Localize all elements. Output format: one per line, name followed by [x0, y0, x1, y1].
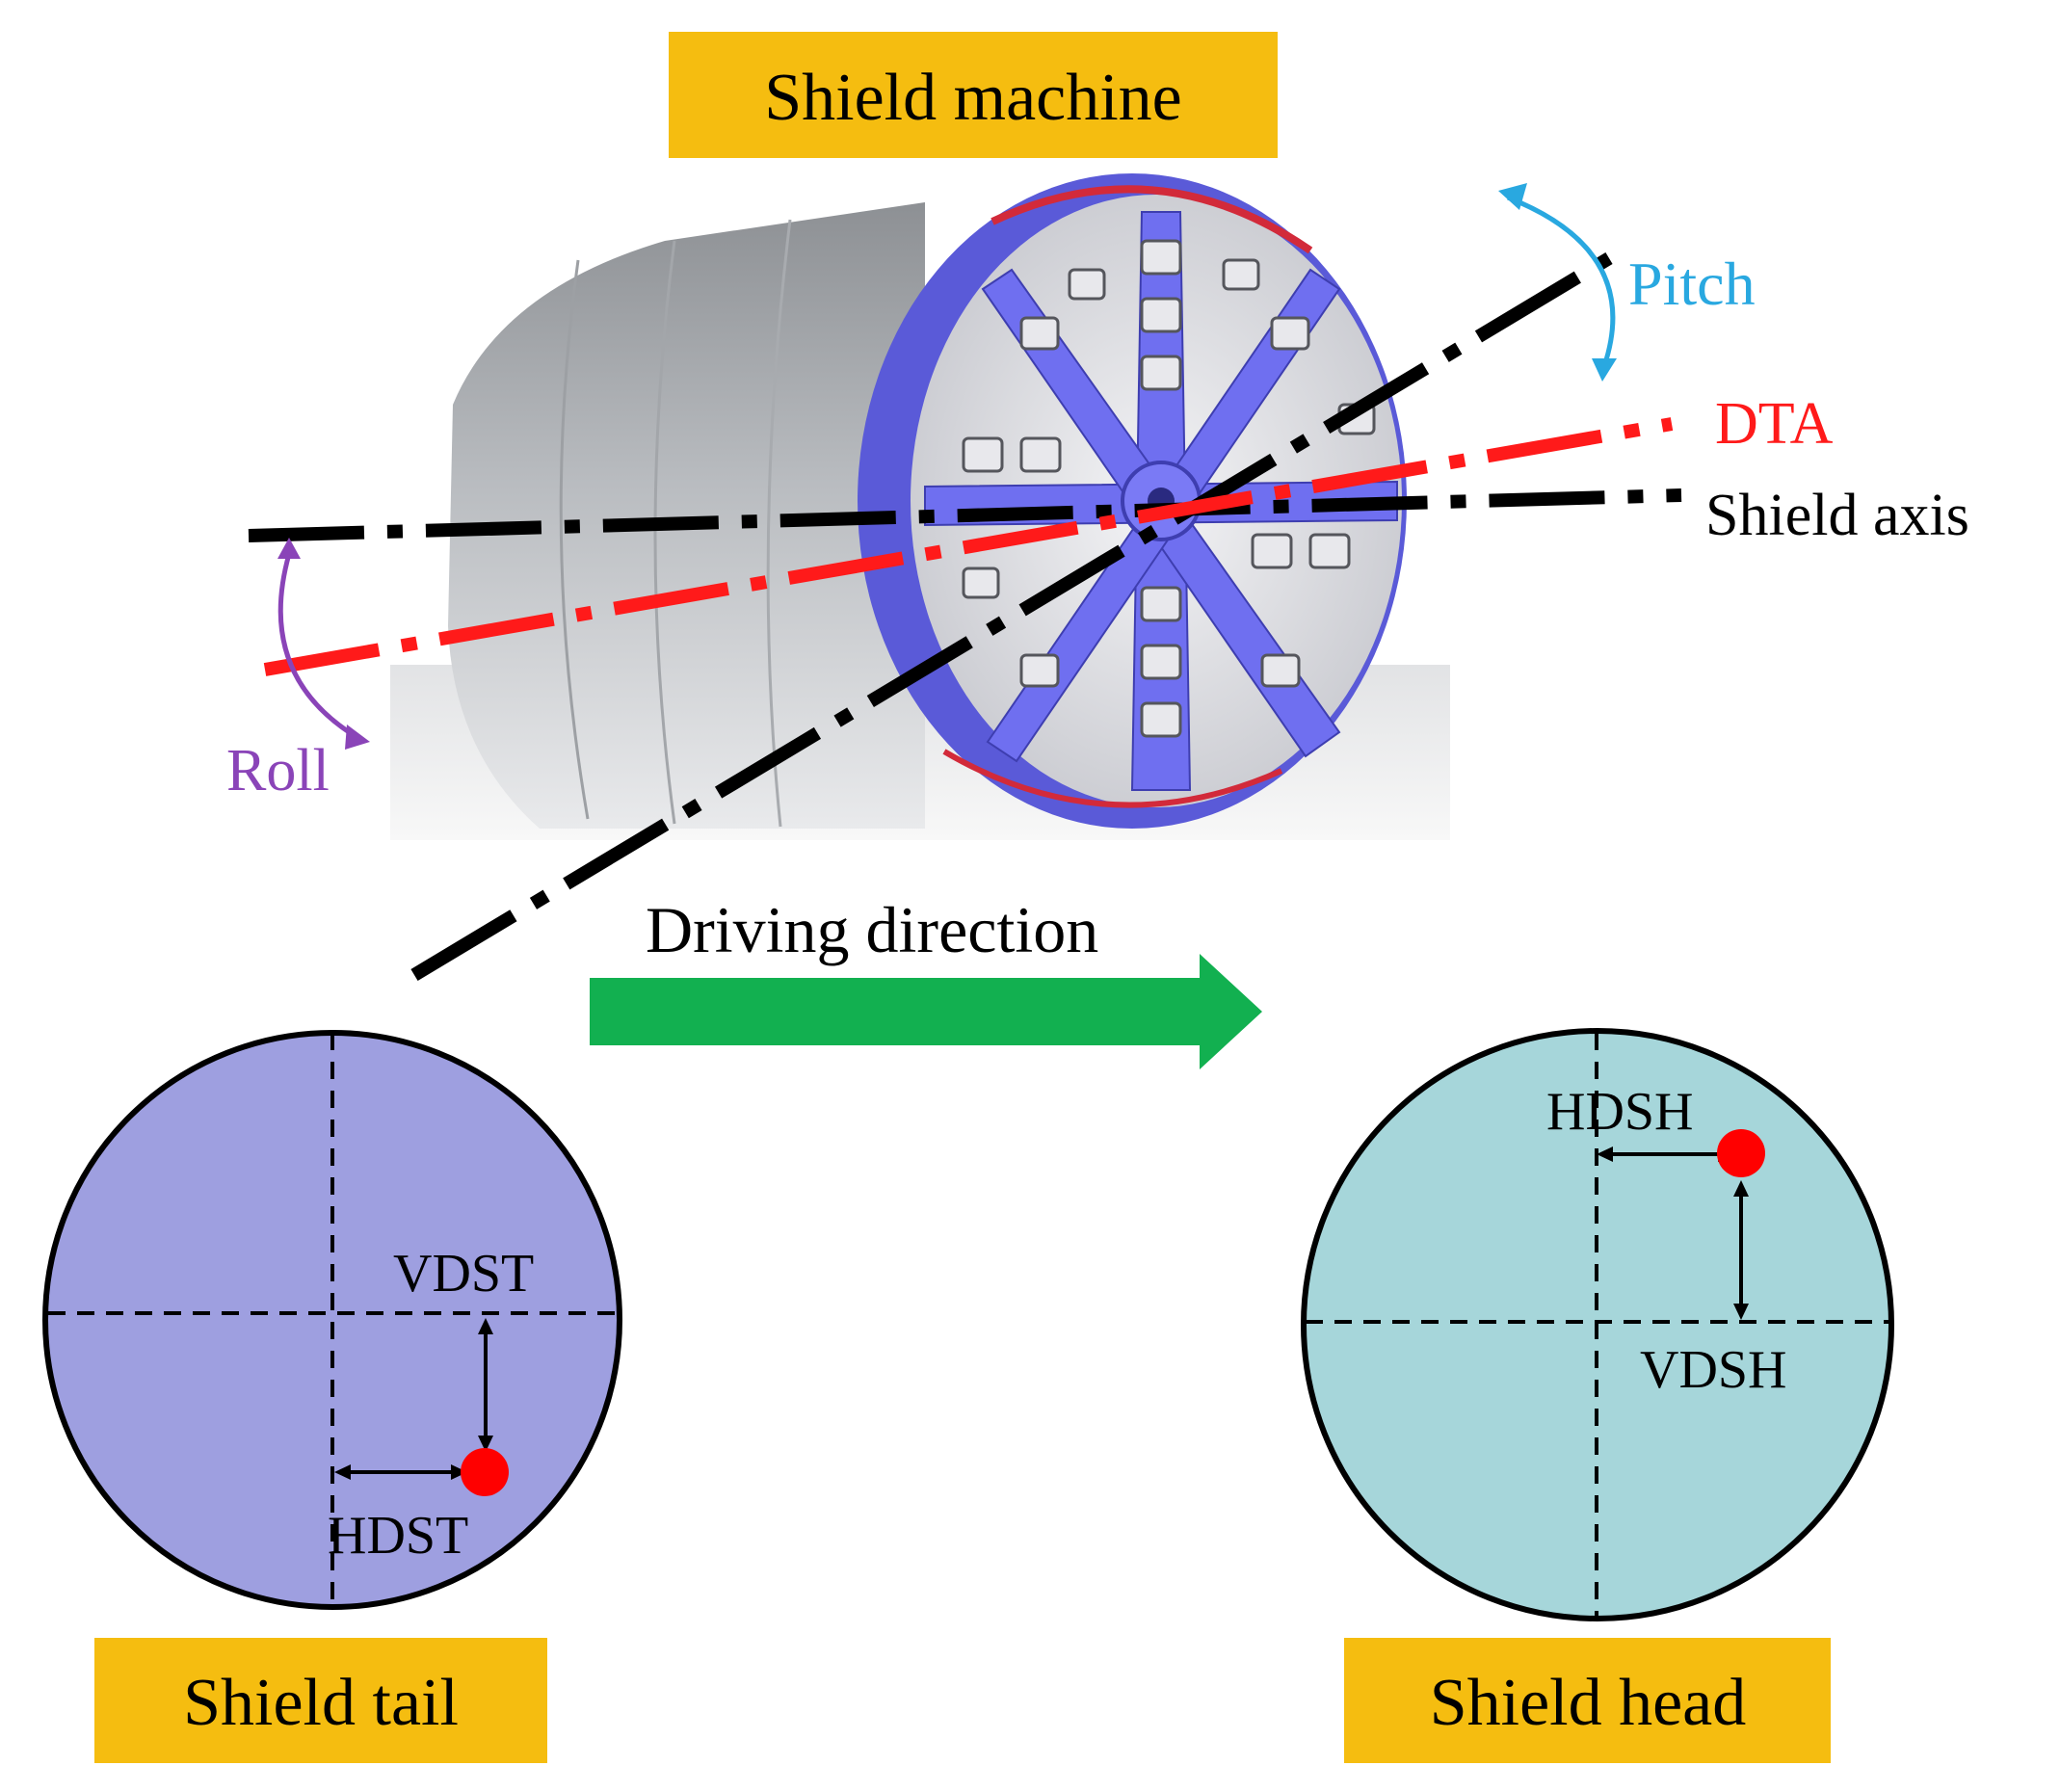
tail-position-point — [461, 1448, 509, 1496]
pitch-arc — [1507, 195, 1616, 367]
head-horizontal-label: HDSH — [1546, 1082, 1693, 1142]
head-caption-text: Shield head — [1430, 1666, 1747, 1740]
shield-head-diagram: HDSH VDSH — [1301, 1028, 1894, 1621]
head-vertical-arrowhead-bottom — [1733, 1304, 1749, 1320]
body-seam-1 — [559, 259, 590, 820]
roll-arrowhead-bottom — [345, 725, 370, 750]
title-box — [669, 32, 1278, 158]
shield-machine-title: Shield machine — [669, 32, 1278, 158]
dta-label: DTA — [1715, 391, 1834, 457]
tail-horizontal-arrowhead-right — [451, 1464, 467, 1480]
head-caption-box — [1344, 1638, 1831, 1763]
tail-vertical-arrowhead-bottom — [478, 1436, 493, 1452]
shield-axis-label: Shield axis — [1705, 483, 1969, 548]
dta-line — [263, 417, 1674, 676]
head-vertical-arrowhead-top — [1733, 1180, 1749, 1197]
shield-tail-caption: Shield tail — [94, 1638, 547, 1763]
driving-direction-label: Driving direction — [646, 893, 1098, 966]
body-seam-2 — [653, 240, 676, 825]
tail-caption-text: Shield tail — [183, 1666, 459, 1740]
head-position-point — [1717, 1129, 1765, 1177]
shield-head-caption: Shield head — [1344, 1638, 1831, 1763]
rim-accent-bottom — [942, 749, 1283, 808]
roll-arc — [277, 553, 358, 740]
body-seam-3 — [766, 219, 792, 828]
tail-vertical-label: VDST — [393, 1244, 534, 1304]
roll-label: Roll — [226, 738, 330, 804]
tail-horizontal-label: HDST — [328, 1506, 468, 1566]
roll-arrowhead-top — [277, 538, 301, 559]
tail-vertical-arrowhead-top — [478, 1318, 493, 1334]
pitch-arrowhead-top — [1498, 183, 1527, 210]
head-horizontal-arrowhead-left — [1597, 1146, 1613, 1162]
rim-accent-top — [990, 185, 1313, 254]
roll-indicator: Roll — [226, 538, 370, 804]
title-text: Shield machine — [764, 61, 1182, 135]
pitch-label: Pitch — [1628, 250, 1756, 318]
tunnel-boring-machine-icon — [390, 173, 1450, 840]
arrow-right-icon — [590, 954, 1262, 1069]
tail-horizontal-arrowhead-left — [334, 1464, 351, 1480]
pitch-axis-line — [410, 251, 1613, 982]
shield-tail-diagram: VDST HDST — [42, 1030, 622, 1610]
head-vertical-label: VDSH — [1640, 1340, 1786, 1400]
cutter-tools — [962, 239, 1376, 738]
pitch-arrowhead-bottom — [1592, 358, 1617, 382]
shield-axis-line — [248, 488, 1682, 542]
pitch-indicator: Pitch — [1498, 183, 1756, 382]
tail-caption-box — [94, 1638, 547, 1763]
